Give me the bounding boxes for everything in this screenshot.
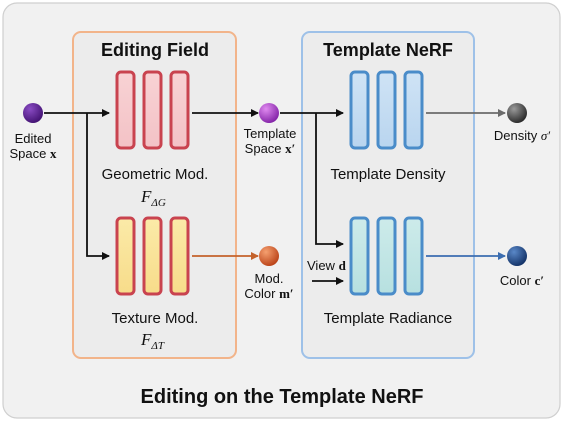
template-space-label: Template Space x′ <box>232 126 308 157</box>
template-nerf-title: Template NeRF <box>323 40 453 60</box>
template-space-node <box>259 103 279 123</box>
density-mlp <box>349 70 424 150</box>
template-radiance-label: Template Radiance <box>323 310 453 327</box>
input-label-line2: Space <box>9 145 47 161</box>
input-var: x <box>50 145 57 161</box>
view-label-text: View <box>307 258 335 273</box>
texture-label: Texture Mod. <box>111 310 199 327</box>
color-output-node <box>507 246 527 266</box>
geometric-label: Geometric Mod. <box>101 166 209 183</box>
view-var: d <box>338 258 346 273</box>
mod-color-line1: Mod. <box>254 271 284 286</box>
diagram-title: Editing on the Template NeRF <box>140 386 424 408</box>
color-output-label: Color c′ <box>486 273 558 289</box>
template-space-line1: Template <box>243 126 297 141</box>
density-output-node <box>507 103 527 123</box>
mod-color-label: Mod. Color m′ <box>236 271 302 302</box>
color-output-var: c′ <box>534 273 545 288</box>
density-output-label: Density σ′ <box>482 128 562 144</box>
geometric-symbol: FΔG <box>141 187 166 209</box>
geometric-symbol-letter: F <box>141 187 152 206</box>
texture-symbol-subscript: ΔT <box>151 340 164 352</box>
geometric-mlp <box>115 70 190 150</box>
connectors <box>44 109 506 285</box>
mod-color-node <box>259 246 279 266</box>
density-output-text: Density <box>493 128 538 143</box>
arrow-template-space-to-radiance <box>315 113 344 248</box>
texture-symbol: FΔT <box>141 330 164 352</box>
template-space-var: x′ <box>285 140 296 156</box>
arrow-input-to-texture <box>86 113 110 260</box>
radiance-mlp <box>349 216 424 296</box>
density-output-var: σ′ <box>540 128 551 143</box>
texture-mlp <box>115 216 190 296</box>
texture-symbol-letter: F <box>141 330 152 349</box>
input-label: Edited Space x <box>4 131 62 162</box>
input-node <box>23 103 43 123</box>
template-space-line2: Space <box>244 140 282 156</box>
input-label-line1: Edited <box>14 131 52 146</box>
color-output-text: Color <box>499 273 531 288</box>
view-label: View d <box>307 258 351 274</box>
template-density-label: Template Density <box>330 166 446 183</box>
geometric-symbol-subscript: ΔG <box>151 197 166 209</box>
editing-field-title: Editing Field <box>101 40 209 60</box>
mod-color-var: m′ <box>279 285 294 301</box>
mod-color-line2: Color <box>244 285 276 301</box>
